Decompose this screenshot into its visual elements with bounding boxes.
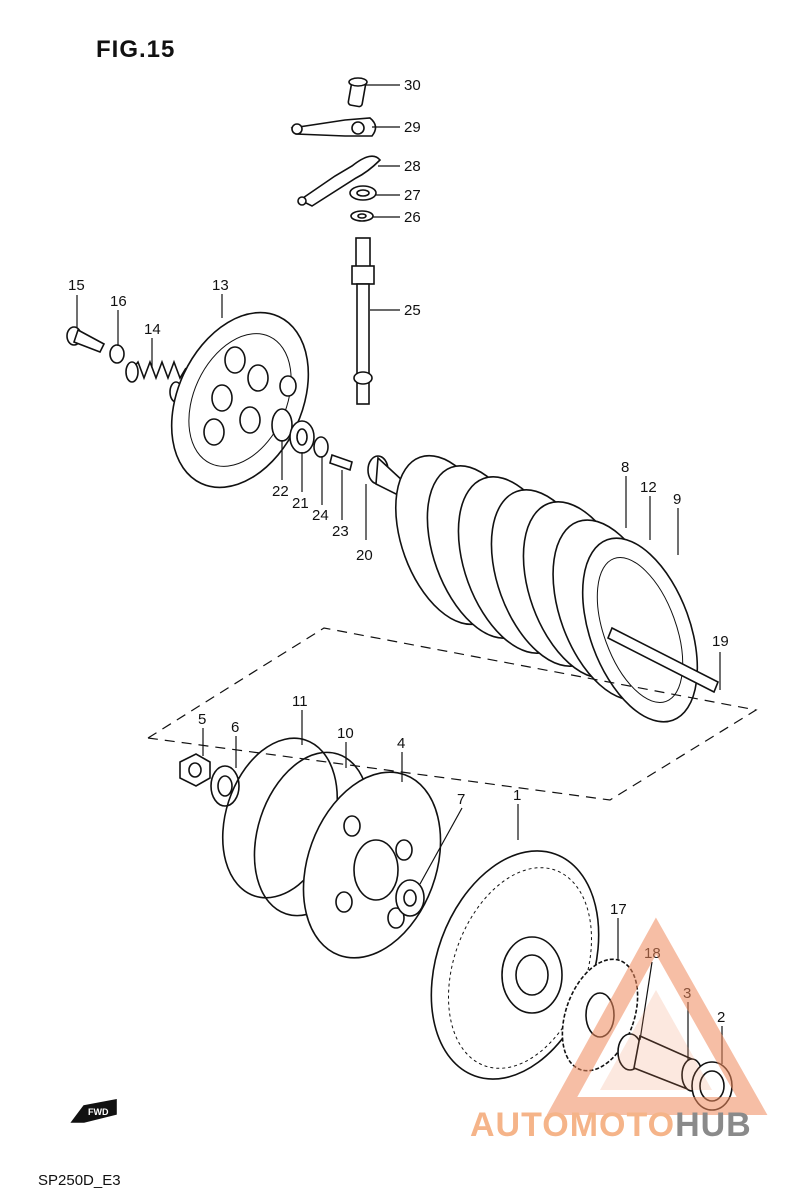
washer-24 <box>313 436 329 458</box>
figure-title: FIG.15 <box>96 36 176 63</box>
clutch-plate-stack <box>394 454 699 723</box>
leader-lines <box>76 84 723 1064</box>
push-rod-19 <box>606 626 720 694</box>
callout-28: 28 <box>404 158 421 175</box>
callout-10: 10 <box>337 725 354 742</box>
bolt-15 <box>66 326 106 354</box>
callout-4: 4 <box>397 735 405 752</box>
callout-22: 22 <box>272 483 289 500</box>
group-frame <box>147 627 758 801</box>
callout-2: 2 <box>717 1009 725 1026</box>
watermark-logo <box>546 917 768 1115</box>
washer-26 <box>350 210 374 222</box>
callout-17: 17 <box>610 901 627 918</box>
callout-16: 16 <box>110 293 127 310</box>
callout-9: 9 <box>673 491 681 508</box>
callout-15: 15 <box>68 277 85 294</box>
callout-20: 20 <box>356 547 373 564</box>
lock-washer-6 <box>210 765 240 807</box>
callout-30: 30 <box>404 77 421 94</box>
fwd-label: FWD <box>88 1107 109 1117</box>
thrust-washer-7 <box>395 879 425 917</box>
callout-21: 21 <box>292 495 309 512</box>
clutch-sleeve-hub-4 <box>302 771 442 959</box>
washer-16 <box>109 344 125 364</box>
callout-6: 6 <box>231 719 239 736</box>
callout-19: 19 <box>712 633 729 650</box>
callout-24: 24 <box>312 507 329 524</box>
primary-driven-gear-1 <box>430 850 600 1080</box>
release-screw-30 <box>347 77 368 108</box>
release-arm-29 <box>290 117 377 137</box>
callout-13: 13 <box>212 277 229 294</box>
callout-1: 1 <box>513 787 521 804</box>
bearing-27 <box>349 185 377 201</box>
watermark-text: AUTOMOTOHUB <box>470 1106 752 1145</box>
callout-26: 26 <box>404 209 421 226</box>
callout-11: 11 <box>292 693 308 710</box>
fwd-arrow-icon: FWD <box>70 1099 117 1123</box>
callout-29: 29 <box>404 119 421 136</box>
callout-5: 5 <box>198 711 206 728</box>
watermark-part-b: HUB <box>675 1106 752 1144</box>
nut-5 <box>179 753 211 787</box>
release-shaft-25 <box>351 237 375 405</box>
callout-14: 14 <box>144 321 161 338</box>
bearing-21 <box>289 420 315 454</box>
callout-8: 8 <box>621 459 629 476</box>
callout-12: 12 <box>640 479 657 496</box>
ring-22 <box>271 408 293 442</box>
push-piece-20 <box>367 455 405 498</box>
release-lever-28 <box>297 155 382 207</box>
pressure-plate-13 <box>170 311 310 489</box>
callout-7: 7 <box>457 791 465 808</box>
watermark-part-a: AUTOMOTO <box>470 1106 676 1144</box>
pin-23 <box>329 453 353 472</box>
callout-23: 23 <box>332 523 349 540</box>
callout-25: 25 <box>404 302 421 319</box>
callout-27: 27 <box>404 187 421 204</box>
figure-footer: SP250D_E3 <box>38 1172 121 1189</box>
